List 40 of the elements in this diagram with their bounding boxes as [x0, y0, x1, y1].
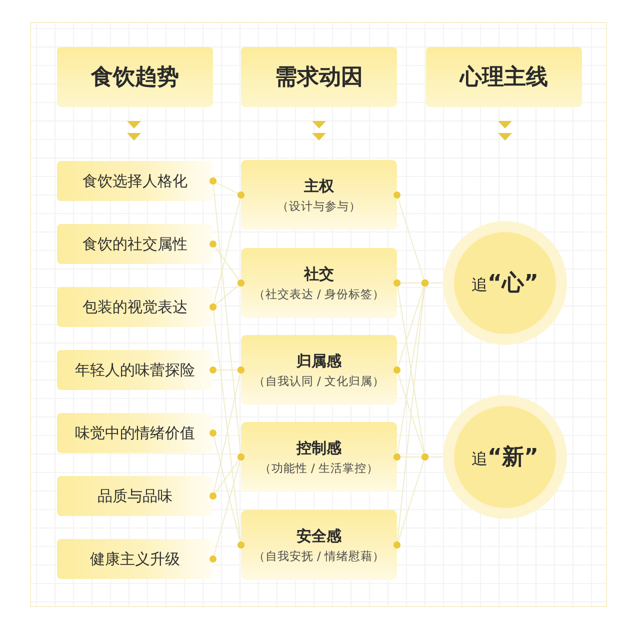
- driver-title: 安全感: [296, 526, 342, 546]
- driver-subtitle: （功能性 / 生活掌控）: [259, 461, 379, 476]
- header-box: [241, 47, 397, 107]
- trend-box: [57, 413, 213, 453]
- theme-label: 追“心”: [472, 270, 538, 298]
- trend-label: 包装的视觉表达: [82, 298, 188, 316]
- trend-box: [57, 476, 213, 516]
- driver-title: 社交: [304, 264, 334, 284]
- driver-title: 主权: [304, 176, 334, 196]
- trend-label: 食饮的社交属性: [82, 234, 188, 254]
- connector-line: [394, 454, 428, 548]
- trend-box: [57, 287, 213, 327]
- driver-subtitle: （社交表达 / 身份标签）: [253, 287, 385, 302]
- trend-box: [57, 161, 213, 201]
- driver-title: 归属感: [296, 351, 342, 371]
- trend-box: [57, 350, 213, 390]
- trend-label: 年轻人的味蕾探险: [75, 360, 195, 380]
- driver-title: 控制感: [296, 438, 342, 458]
- driver-subtitle: （自我安抚 / 情绪慰藉）: [253, 549, 385, 564]
- column-heading: 食饮趋势: [91, 64, 179, 92]
- driver-box: [241, 160, 397, 230]
- trend-label: 健康主义升级: [90, 550, 180, 568]
- header-box: [426, 47, 582, 107]
- driver-box: [241, 510, 397, 580]
- trend-label: 品质与品味: [98, 486, 172, 506]
- driver-box: [241, 335, 397, 405]
- driver-box: [241, 248, 397, 318]
- column-heading: 需求动因: [275, 64, 363, 92]
- theme-label: 追“新”: [472, 444, 538, 472]
- driver-box: [241, 422, 397, 492]
- trend-box: [57, 224, 213, 264]
- connector-line: [210, 430, 244, 548]
- driver-subtitle: （设计与参与）: [277, 199, 361, 214]
- column-heading: 心理主线: [460, 64, 548, 92]
- trend-label: 食饮选择人格化: [82, 172, 188, 190]
- header-box: [57, 47, 213, 107]
- trend-box: [57, 539, 213, 579]
- trend-label: 味觉中的情绪价值: [75, 424, 195, 442]
- connector-line: [210, 454, 244, 562]
- driver-subtitle: （自我认同 / 文化归属）: [253, 374, 385, 389]
